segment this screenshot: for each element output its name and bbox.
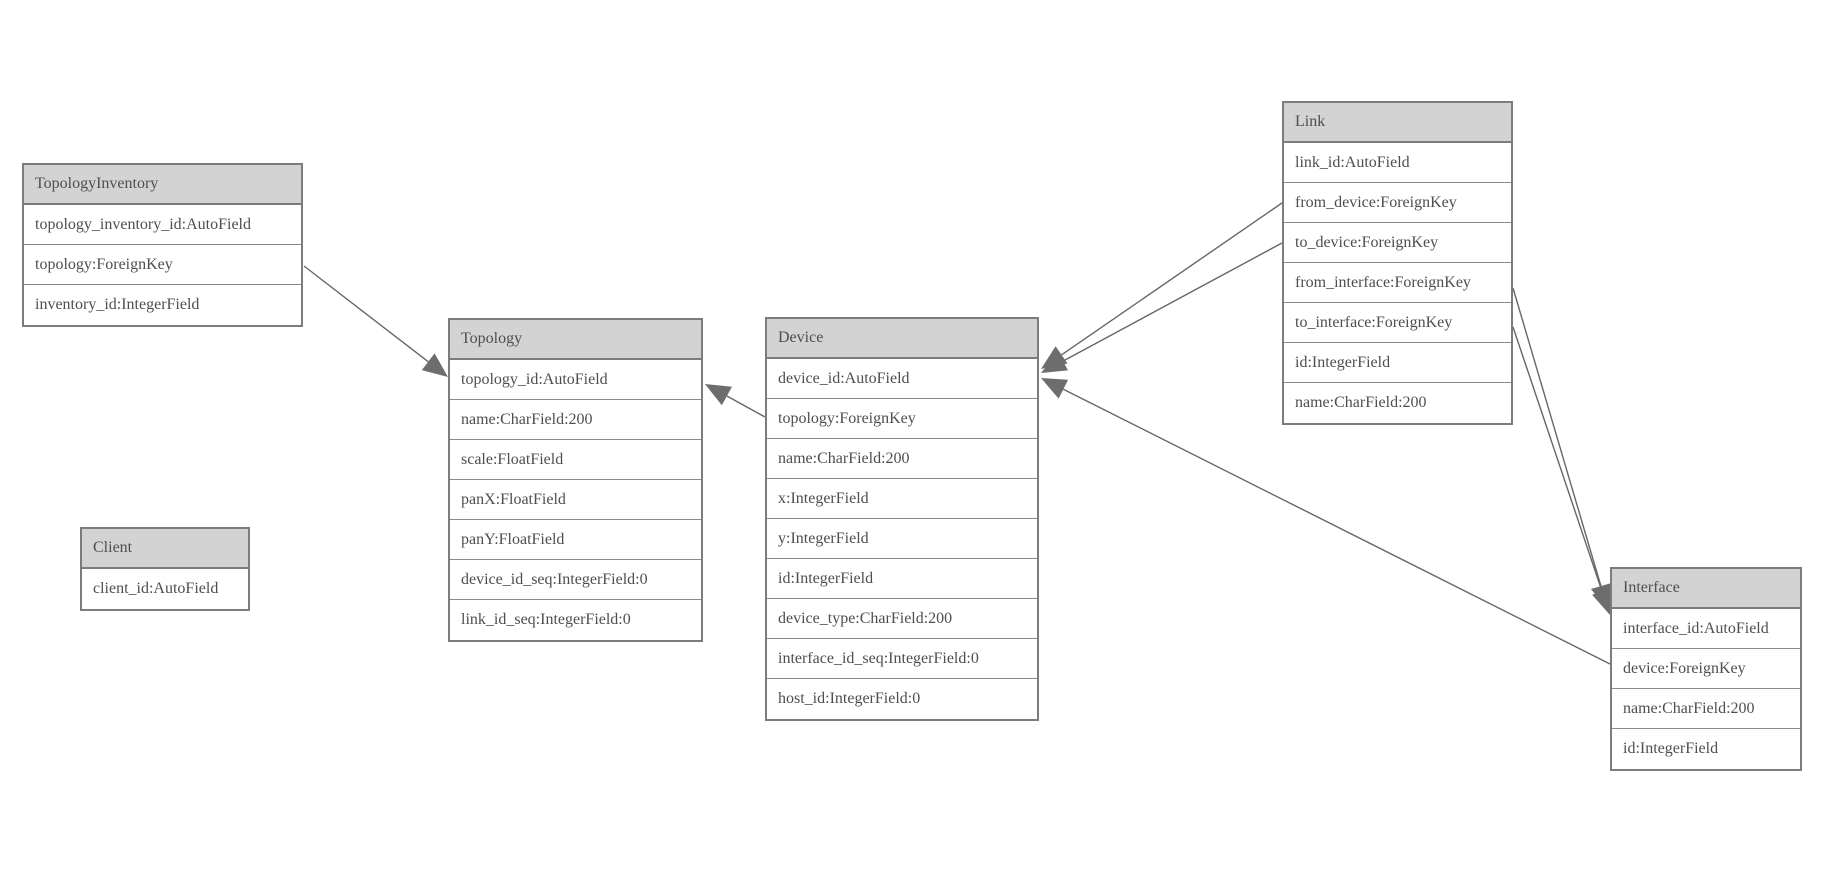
arrowhead-icon-link-todevice-to-device — [1041, 351, 1068, 373]
entity-topology: Topology topology_id:AutoField name:CharF… — [448, 318, 703, 642]
arrowhead-icon-link-fromdevice-to-device — [1041, 346, 1068, 369]
entity-field-row: id:IntegerField — [1284, 343, 1511, 383]
entity-field-label: panX:FloatField — [461, 490, 566, 508]
entity-field-label: from_device:ForeignKey — [1295, 193, 1457, 211]
entity-field-row: topology_id:AutoField — [450, 360, 701, 400]
entity-title: Client — [93, 539, 133, 556]
entity-header: TopologyInventory — [24, 165, 301, 205]
entity-field-row: topology_inventory_id:AutoField — [24, 205, 301, 245]
entity-header: Device — [767, 319, 1037, 359]
entity-field-label: name:CharField:200 — [1295, 394, 1427, 411]
edge-line-link-fromdevice-to-device — [1061, 202, 1283, 356]
entity-topology-inventory: TopologyInventory topology_inventory_id:… — [22, 163, 303, 327]
entity-field-row: name:CharField:200 — [1612, 689, 1800, 729]
entity-field-row: scale:FloatField — [450, 440, 701, 480]
entity-field-label: topology:ForeignKey — [778, 409, 916, 427]
entity-field-label: interface_id:AutoField — [1623, 619, 1769, 637]
entity-field-label: to_interface:ForeignKey — [1295, 313, 1453, 331]
entity-header: Topology — [450, 320, 701, 360]
entity-field-row: topology:ForeignKey — [767, 399, 1037, 439]
entity-field-label: id:IntegerField — [778, 569, 874, 587]
entity-field-row: inventory_id:IntegerField — [24, 285, 301, 325]
entity-field-label: link_id_seq:IntegerField:0 — [461, 611, 631, 628]
entity-field-label: id:IntegerField — [1295, 353, 1391, 371]
entity-field-row: device_type:CharField:200 — [767, 599, 1037, 639]
edge-line-link-todevice-to-device — [1062, 242, 1283, 362]
entity-link: Link link_id:AutoField from_device:Foreig… — [1282, 101, 1513, 425]
entity-field-label: link_id:AutoField — [1295, 153, 1410, 171]
entity-title: Link — [1295, 113, 1326, 130]
entity-field-label: panY:FloatField — [461, 530, 565, 548]
entity-field-label: scale:FloatField — [461, 450, 564, 468]
entity-field-row: x:IntegerField — [767, 479, 1037, 519]
entity-field-row: panY:FloatField — [450, 520, 701, 560]
entity-field-row: from_device:ForeignKey — [1284, 183, 1511, 223]
entity-field-row: from_interface:ForeignKey — [1284, 263, 1511, 303]
entity-field-label: device:ForeignKey — [1623, 659, 1746, 677]
entity-header: Client — [82, 529, 248, 569]
entity-field-label: topology:ForeignKey — [35, 255, 173, 273]
entity-field-row: to_interface:ForeignKey — [1284, 303, 1511, 343]
entity-field-row: id:IntegerField — [767, 559, 1037, 599]
entity-field-row: id:IntegerField — [1612, 729, 1800, 769]
entity-field-row: to_device:ForeignKey — [1284, 223, 1511, 263]
entity-field-label: device_id:AutoField — [778, 369, 910, 387]
entity-field-row: device_id_seq:IntegerField:0 — [450, 560, 701, 600]
edge-line-link-frominterface-to-interface — [1512, 287, 1602, 587]
edge-line-device-topology-to-topology — [726, 395, 766, 418]
entity-field-label: x:IntegerField — [778, 489, 869, 507]
entity-field-label: y:IntegerField — [778, 529, 869, 547]
entity-field-label: interface_id_seq:IntegerField:0 — [778, 649, 979, 667]
entity-field-row: name:CharField:200 — [1284, 383, 1511, 423]
entity-header: Interface — [1612, 569, 1800, 609]
entity-field-label: from_interface:ForeignKey — [1295, 273, 1471, 291]
entity-device: Device device_id:AutoField topology:Forei… — [765, 317, 1039, 721]
entity-field-label: name:CharField:200 — [1623, 699, 1755, 717]
arrowhead-icon-link-frominterface-to-interface — [1590, 583, 1611, 610]
entity-field-label: client_id:AutoField — [93, 580, 219, 597]
entity-header: Link — [1284, 103, 1511, 143]
entity-field-row: name:CharField:200 — [450, 400, 701, 440]
entity-field-row: topology:ForeignKey — [24, 245, 301, 285]
entity-field-row: panX:FloatField — [450, 480, 701, 520]
entity-title: Interface — [1623, 579, 1680, 596]
edge-line-link-tointerface-to-interface — [1512, 326, 1603, 592]
entity-field-row: name:CharField:200 — [767, 439, 1037, 479]
entity-field-row: interface_id:AutoField — [1612, 609, 1800, 649]
arrowhead-icon-device-topology-to-topology — [705, 384, 732, 406]
entity-field-row: link_id:AutoField — [1284, 143, 1511, 183]
entity-field-label: name:CharField:200 — [461, 410, 593, 428]
entity-field-label: topology_id:AutoField — [461, 370, 608, 388]
edge-line-topologyinventory-topology-to-topology — [303, 265, 429, 363]
entity-field-label: device_type:CharField:200 — [778, 609, 953, 627]
entity-field-row: device_id:AutoField — [767, 359, 1037, 399]
arrowhead-icon-link-tointerface-to-interface — [1592, 588, 1612, 615]
entity-field-label: name:CharField:200 — [778, 449, 910, 467]
entity-field-label: host_id:IntegerField:0 — [778, 690, 921, 707]
entity-title: Device — [778, 329, 824, 346]
entity-field-row: client_id:AutoField — [82, 569, 248, 609]
arrowhead-icon-interface-device-to-device — [1041, 378, 1069, 399]
entity-interface: Interface interface_id:AutoField device:F… — [1610, 567, 1802, 771]
entity-field-row: interface_id_seq:IntegerField:0 — [767, 639, 1037, 679]
entity-field-label: topology_inventory_id:AutoField — [35, 215, 251, 233]
entity-field-label: inventory_id:IntegerField — [35, 296, 200, 313]
entity-client: Client client_id:AutoField — [80, 527, 250, 611]
entity-field-row: link_id_seq:IntegerField:0 — [450, 600, 701, 640]
entity-field-label: device_id_seq:IntegerField:0 — [461, 570, 648, 588]
entity-field-label: id:IntegerField — [1623, 740, 1719, 757]
entity-field-label: to_device:ForeignKey — [1295, 233, 1439, 251]
entity-field-row: host_id:IntegerField:0 — [767, 679, 1037, 719]
entity-title: Topology — [461, 330, 523, 347]
entity-title: TopologyInventory — [35, 175, 159, 192]
entity-field-row: y:IntegerField — [767, 519, 1037, 559]
edge-line-interface-device-to-device — [1062, 388, 1611, 665]
entity-field-row: device:ForeignKey — [1612, 649, 1800, 689]
arrowhead-icon-topologyinventory-topology-to-topology — [421, 353, 448, 377]
